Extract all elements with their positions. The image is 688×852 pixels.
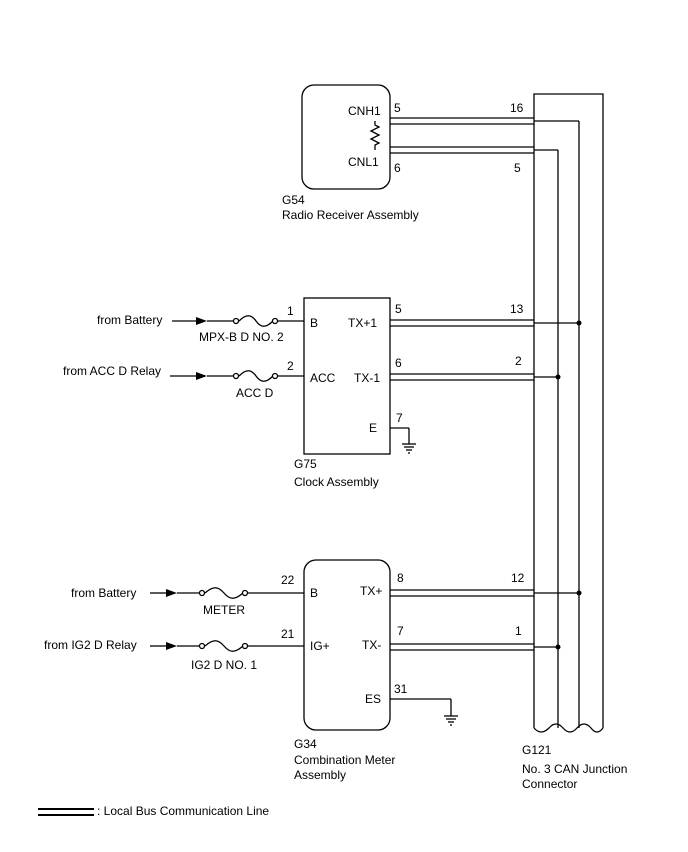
- arrow-icon: [166, 589, 177, 597]
- junction-pin-5: 5: [514, 161, 521, 175]
- clock-pin-e-no: 7: [396, 411, 403, 425]
- meter-pin-txp-no: 8: [397, 571, 404, 585]
- junction-pin-2: 2: [515, 354, 522, 368]
- termination-resistor: [369, 121, 381, 150]
- radio-pin-cnl1-no: 6: [394, 161, 401, 175]
- clock-code: G75: [294, 457, 317, 471]
- meter-fuse-b: METER: [203, 603, 245, 617]
- meter-pin-b-no: 22: [281, 573, 295, 587]
- meter-fuse-ig: IG2 D NO. 1: [191, 658, 257, 672]
- meter-name-line1: Combination Meter: [294, 753, 395, 767]
- radio-pin-cnl1-name: CNL1: [348, 155, 379, 169]
- junction-pin-16: 16: [510, 101, 524, 115]
- junction-name-line2: Connector: [522, 777, 577, 791]
- meter-name-line2: Assembly: [294, 768, 346, 782]
- junction-name-line1: No. 3 CAN Junction: [522, 762, 627, 776]
- clock-pin-txp-name: TX+1: [348, 316, 377, 330]
- clock-fuse-acc: ACC D: [236, 386, 274, 400]
- radio-receiver-assembly: CNH1 CNL1 G54 Radio Receiver Assembly: [282, 84, 419, 222]
- clock-pin-b-no: 1: [287, 304, 294, 318]
- junction-pin-1: 1: [515, 624, 522, 638]
- meter-pin-txp-name: TX+: [360, 584, 382, 598]
- clock-ground: 7: [390, 411, 416, 454]
- arrow-icon: [166, 642, 177, 650]
- radio-pin-cnh1-name: CNH1: [348, 104, 381, 118]
- meter-pin-es-no: 31: [394, 682, 408, 696]
- ground-icon: [402, 443, 416, 454]
- junction-code: G121: [522, 743, 552, 757]
- meter-source-ig: from IG2 D Relay: [44, 638, 137, 652]
- junction-pin-12: 12: [511, 571, 525, 585]
- clock-pin-acc-name: ACC: [310, 371, 336, 385]
- meter-source-battery: from Battery: [71, 586, 136, 600]
- radio-pin-cnh1-no: 5: [394, 101, 401, 115]
- meter-pin-txm-name: TX-: [362, 638, 381, 652]
- meter-pin-txm-no: 7: [397, 624, 404, 638]
- clock-pin-txm-name: TX-1: [354, 371, 380, 385]
- junction-pin-13: 13: [510, 302, 524, 316]
- meter-pin-b-name: B: [310, 586, 318, 600]
- radio-can-wires: 5 6 16 5: [390, 101, 579, 175]
- arrow-icon: [196, 372, 207, 380]
- arrow-icon: [196, 317, 207, 325]
- clock-power-inputs: from Battery MPX-B D NO. 2 1 from ACC D …: [63, 304, 304, 400]
- clock-pin-txp-no: 5: [395, 302, 402, 316]
- radio-code: G54: [282, 193, 305, 207]
- clock-pin-txm-no: 6: [395, 356, 402, 370]
- clock-name: Clock Assembly: [294, 475, 379, 489]
- meter-power-inputs: from Battery METER 22 from IG2 D Relay I…: [44, 573, 304, 672]
- clock-pin-e-name: E: [369, 421, 377, 435]
- legend: : Local Bus Communication Line: [38, 804, 269, 818]
- meter-can-wires: 8 12 7 1: [390, 571, 579, 651]
- meter-pin-es-name: ES: [365, 692, 381, 706]
- meter-ground: 31: [390, 682, 458, 726]
- clock-can-wires: 5 13 6 2: [390, 302, 579, 381]
- clock-source-battery: from Battery: [97, 313, 162, 327]
- meter-code: G34: [294, 737, 317, 751]
- combination-meter-assembly: B IG+ TX+ TX- ES G34 Combination Meter A…: [294, 559, 395, 782]
- ground-icon: [444, 715, 458, 726]
- clock-fuse-b: MPX-B D NO. 2: [199, 330, 284, 344]
- legend-label: : Local Bus Communication Line: [97, 804, 269, 818]
- junction-connector: G121 No. 3 CAN Junction Connector: [522, 93, 627, 791]
- radio-name: Radio Receiver Assembly: [282, 208, 419, 222]
- clock-source-acc: from ACC D Relay: [63, 364, 161, 378]
- clock-pin-b-name: B: [310, 316, 318, 330]
- clock-pin-acc-no: 2: [287, 359, 294, 373]
- clock-assembly: B ACC TX+1 TX-1 E G75 Clock Assembly: [294, 297, 391, 489]
- meter-pin-ig-no: 21: [281, 627, 295, 641]
- meter-pin-ig-name: IG+: [310, 639, 330, 653]
